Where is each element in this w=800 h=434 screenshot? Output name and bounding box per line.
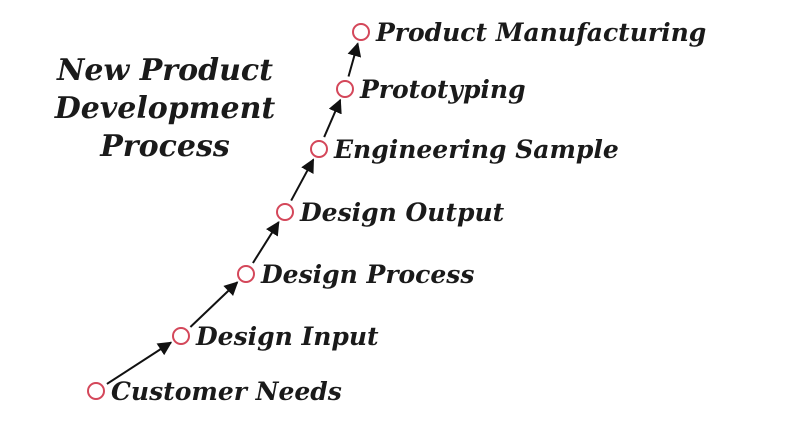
step-nodes: Customer Needs Design Input Design Process… — [87, 18, 706, 406]
step-label-5: Engineering Sample — [333, 135, 619, 164]
step-node-circle-7 — [352, 23, 370, 41]
step-label-6: Prototyping — [359, 75, 526, 104]
title-line-2: Development — [54, 91, 276, 126]
title-line-1: New Product — [56, 53, 274, 88]
connector-arrow-2 — [189, 281, 239, 328]
title-line-3: Process — [100, 129, 230, 164]
step-node-circle-1 — [87, 382, 105, 400]
connector-arrow-4 — [290, 158, 315, 202]
connector-arrow-1 — [106, 341, 173, 385]
connector-arrow-3 — [252, 220, 280, 264]
connector-arrow-5 — [323, 98, 342, 138]
step-node-circle-4 — [276, 203, 294, 221]
step-node-circle-3 — [237, 265, 255, 283]
diagram-title: New Product Development Process — [20, 52, 310, 166]
step-label-1: Customer Needs — [111, 377, 342, 406]
step-node-circle-6 — [336, 80, 354, 98]
step-node-circle-5 — [310, 140, 328, 158]
step-label-7: Product Manufacturing — [375, 18, 706, 47]
step-label-4: Design Output — [299, 198, 505, 227]
step-node-circle-2 — [172, 327, 190, 345]
step-label-2: Design Input — [195, 322, 379, 351]
connector-arrows — [106, 42, 362, 385]
connector-arrow-6 — [347, 42, 362, 77]
step-label-3: Design Process — [260, 260, 474, 289]
